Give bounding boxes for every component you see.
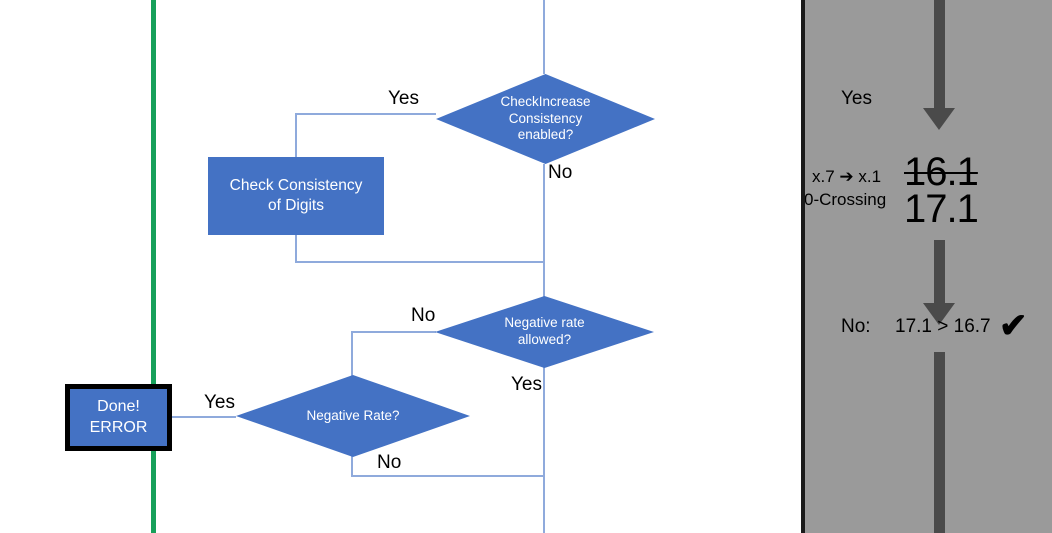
connector-negrate-exit-down bbox=[351, 456, 353, 476]
process-1-label: Check Consistency of Digits bbox=[229, 177, 363, 214]
connector-spine-to-decision2 bbox=[543, 262, 545, 297]
panel-comparison: 17.1 > 16.7 bbox=[895, 316, 991, 337]
check-icon: ✔ bbox=[999, 307, 1028, 345]
edge-label-negative-allowed-no: No bbox=[411, 305, 436, 326]
process-check-consistency-of-digits[interactable]: Check Consistency of Digits bbox=[208, 157, 384, 235]
panel-zero-crossing-label: 0-Crossing bbox=[804, 190, 887, 209]
decision-negative-rate[interactable]: Negative Rate? bbox=[236, 375, 470, 457]
decision-negative-rate-allowed[interactable]: Negative rate allowed? bbox=[435, 296, 654, 368]
connector-yes-branch-horizontal bbox=[296, 113, 436, 115]
panel-no-label: No: bbox=[841, 316, 871, 337]
edge-label-negative-rate-no: No bbox=[377, 452, 402, 473]
annotation-panel: Yes x.7 ➔ x.1 0-Crossing 16.1 17.1 No: 1… bbox=[801, 0, 1052, 533]
panel-value-struck: 16.1 bbox=[904, 150, 979, 194]
connector-process-rejoin-horizontal bbox=[295, 261, 545, 263]
connector-no-branch-down bbox=[351, 331, 353, 376]
connector-process-exit-down bbox=[295, 234, 297, 262]
terminator-done-error[interactable]: Done! ERROR bbox=[65, 384, 172, 451]
green-divider-line bbox=[151, 0, 156, 533]
connector-yes-branch-down bbox=[295, 113, 297, 157]
connector-spine-bottom bbox=[543, 475, 545, 533]
terminator-label: Done! ERROR bbox=[89, 398, 148, 436]
panel-value-current: 17.1 bbox=[904, 187, 979, 231]
diamond-shape-icon bbox=[435, 296, 654, 368]
connector-negrate-rejoin-horizontal bbox=[351, 475, 545, 477]
panel-yes-label: Yes bbox=[841, 88, 872, 109]
connector-spine-top bbox=[543, 0, 545, 74]
connector-spine-decision2-down bbox=[543, 353, 545, 475]
connector-error-horizontal bbox=[172, 416, 236, 418]
diamond-shape-icon bbox=[436, 74, 655, 164]
panel-rule-label: x.7 ➔ x.1 bbox=[812, 167, 882, 186]
connector-no-branch-horizontal bbox=[352, 331, 436, 333]
arrow-head-top bbox=[923, 108, 955, 130]
arrow-shaft-middle bbox=[934, 240, 945, 308]
arrow-shaft-top bbox=[934, 0, 945, 110]
diamond-shape-icon bbox=[236, 375, 470, 457]
arrow-head-middle bbox=[923, 303, 955, 325]
arrow-shaft-bottom bbox=[934, 352, 945, 533]
edge-label-negative-allowed-yes: Yes bbox=[511, 374, 542, 395]
connector-spine-decision1-down bbox=[543, 164, 545, 262]
edge-label-negative-rate-yes: Yes bbox=[204, 392, 235, 413]
edge-label-consistency-no: No bbox=[548, 162, 573, 183]
decision-check-increase-consistency[interactable]: CheckIncrease Consistency enabled? bbox=[436, 74, 655, 164]
edge-label-consistency-yes: Yes bbox=[388, 88, 419, 109]
